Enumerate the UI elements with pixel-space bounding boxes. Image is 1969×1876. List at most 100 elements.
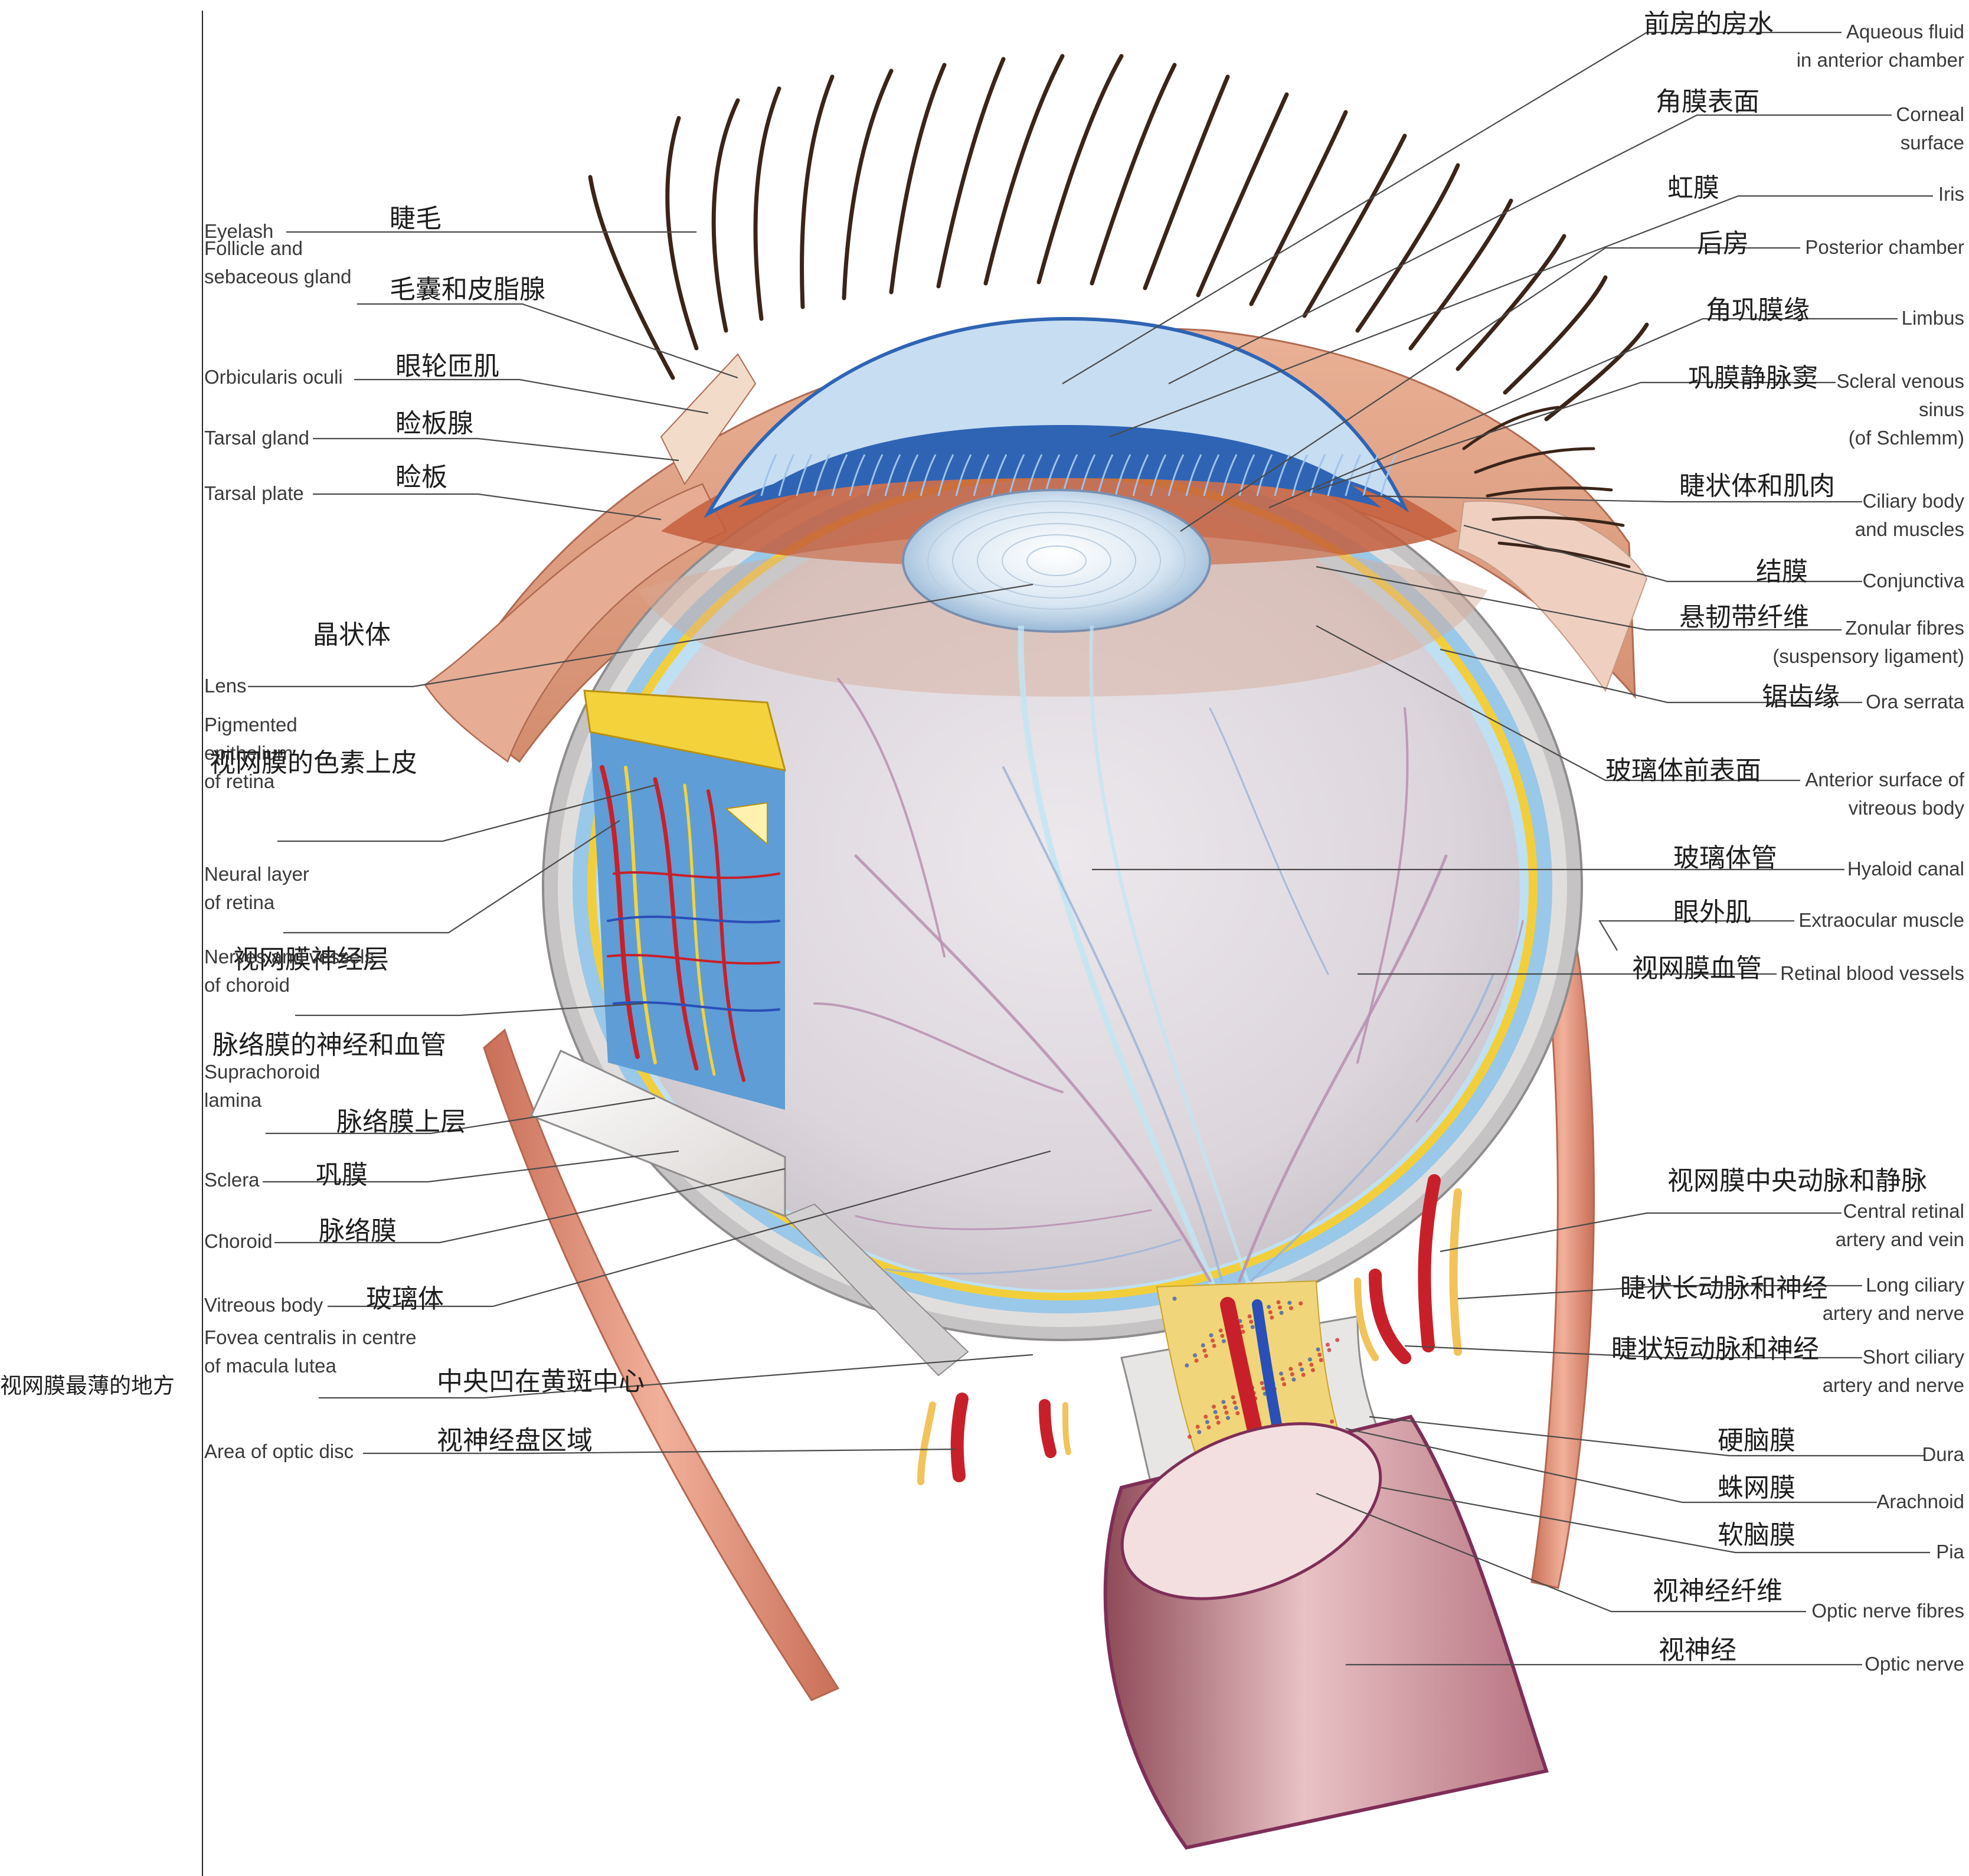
label-zh: 角巩膜缘 <box>1706 295 1810 325</box>
label-zh: 中央凹在黄斑中心 <box>437 1367 645 1397</box>
side-note: 视网膜最薄的地方 <box>0 1373 175 1398</box>
eyelash <box>1544 322 1649 421</box>
optic-nerve-end <box>1120 1422 1382 1600</box>
label-zh: 睑板 <box>395 462 447 492</box>
leader-line <box>266 1097 656 1135</box>
label-zh: 脉络膜 <box>319 1216 397 1246</box>
label-zh: 蛛网膜 <box>1718 1473 1795 1503</box>
leader-line <box>1168 114 1892 384</box>
label-en: vitreous body <box>1849 797 1965 819</box>
label-zh: 角膜表面 <box>1656 87 1759 117</box>
label-en: Eyelash <box>204 220 273 242</box>
leader-line <box>1345 1427 1877 1504</box>
label-en: Dura <box>1922 1443 1964 1465</box>
label-zh: 视神经纤维 <box>1653 1576 1782 1606</box>
leader-lines <box>248 31 1933 1666</box>
lens <box>902 489 1211 633</box>
label-en: Long ciliary <box>1866 1274 1964 1296</box>
label-zh: 视网膜神经层 <box>233 944 389 975</box>
eyelash <box>1474 447 1595 474</box>
label-en: of macula lutea <box>204 1355 336 1377</box>
label-en: Ciliary body <box>1863 490 1965 512</box>
leader-line <box>357 303 738 379</box>
label-zh: 毛囊和皮脂腺 <box>390 274 545 305</box>
extraocular-muscle-lower <box>483 1028 840 1701</box>
eyelash <box>1355 163 1460 333</box>
label-zh: 前房的房水 <box>1644 9 1774 39</box>
label-en: Extraocular muscle <box>1798 909 1964 931</box>
label-en: Retinal blood vessels <box>1780 962 1964 984</box>
label-en: Zonular fibres <box>1845 617 1964 639</box>
right-label: Optic nerve 视神经 <box>1659 1635 1964 1675</box>
leader-line <box>277 784 656 842</box>
eyelash <box>753 86 781 321</box>
label-en: Tarsal gland <box>204 427 309 449</box>
label-zh: 玻璃体 <box>366 1284 444 1314</box>
label-en: artery and vein <box>1836 1228 1964 1250</box>
label-en: Conjunctiva <box>1863 570 1965 591</box>
label-zh: 巩膜静脉窦 <box>1688 363 1818 393</box>
label-en: Corneal <box>1896 103 1964 125</box>
label-en: Suprachoroid <box>204 1061 320 1083</box>
ciliary-arteries <box>917 1174 1462 1485</box>
label-en: (suspensory ligament) <box>1772 645 1964 667</box>
label-zh: 睫状长动脉和神经 <box>1620 1273 1828 1303</box>
left-label: Eyelash 睫毛 <box>204 204 441 242</box>
label-zh: 硬脑膜 <box>1718 1426 1795 1456</box>
label-en: artery and nerve <box>1823 1374 1964 1396</box>
leader-line <box>1109 195 1933 438</box>
leader-line <box>1268 318 1898 509</box>
label-zh: 视神经 <box>1659 1635 1736 1665</box>
label-en: artery and nerve <box>1823 1302 1964 1324</box>
eyelash <box>1302 133 1407 318</box>
eyelash <box>1036 54 1124 285</box>
label-en: Short ciliary <box>1863 1346 1965 1368</box>
label-zh: 睫状体和肌肉 <box>1679 471 1835 501</box>
label-en: Scleral venous <box>1837 370 1964 392</box>
label-en: in anterior chamber <box>1797 49 1964 71</box>
hyaloid-canal <box>1018 625 1219 1294</box>
leader-line <box>1457 1285 1862 1300</box>
eyelash <box>1196 92 1289 298</box>
label-en: epithelium <box>204 742 293 764</box>
lens-rings <box>927 501 1186 621</box>
label-en: Fovea centralis in centre <box>204 1326 417 1348</box>
leader-line <box>313 493 662 521</box>
label-en: Optic nerve <box>1865 1653 1964 1675</box>
leader-line <box>1440 1212 1842 1253</box>
label-zh: 睫毛 <box>390 204 441 234</box>
leader-line <box>1316 625 1800 782</box>
leader-line <box>1316 381 1836 491</box>
retinal-blood-vessels <box>813 678 1524 1283</box>
label-en: Area of optic disc <box>204 1440 354 1462</box>
tarsal-plate <box>660 353 757 485</box>
leader-line <box>1598 920 1794 951</box>
leader-line <box>274 1168 786 1244</box>
label-en: lamina <box>204 1089 262 1111</box>
leader-line <box>1463 524 1862 583</box>
right-label: Arachnoid 蛛网膜 <box>1718 1473 1964 1512</box>
label-zh: 脉络膜的神经和血管 <box>212 1030 446 1060</box>
label-en: Arachnoid <box>1876 1491 1964 1512</box>
retina-cutaway <box>583 689 787 1110</box>
label-zh: 玻璃体管 <box>1673 843 1777 873</box>
label-en: of choroid <box>204 974 290 996</box>
